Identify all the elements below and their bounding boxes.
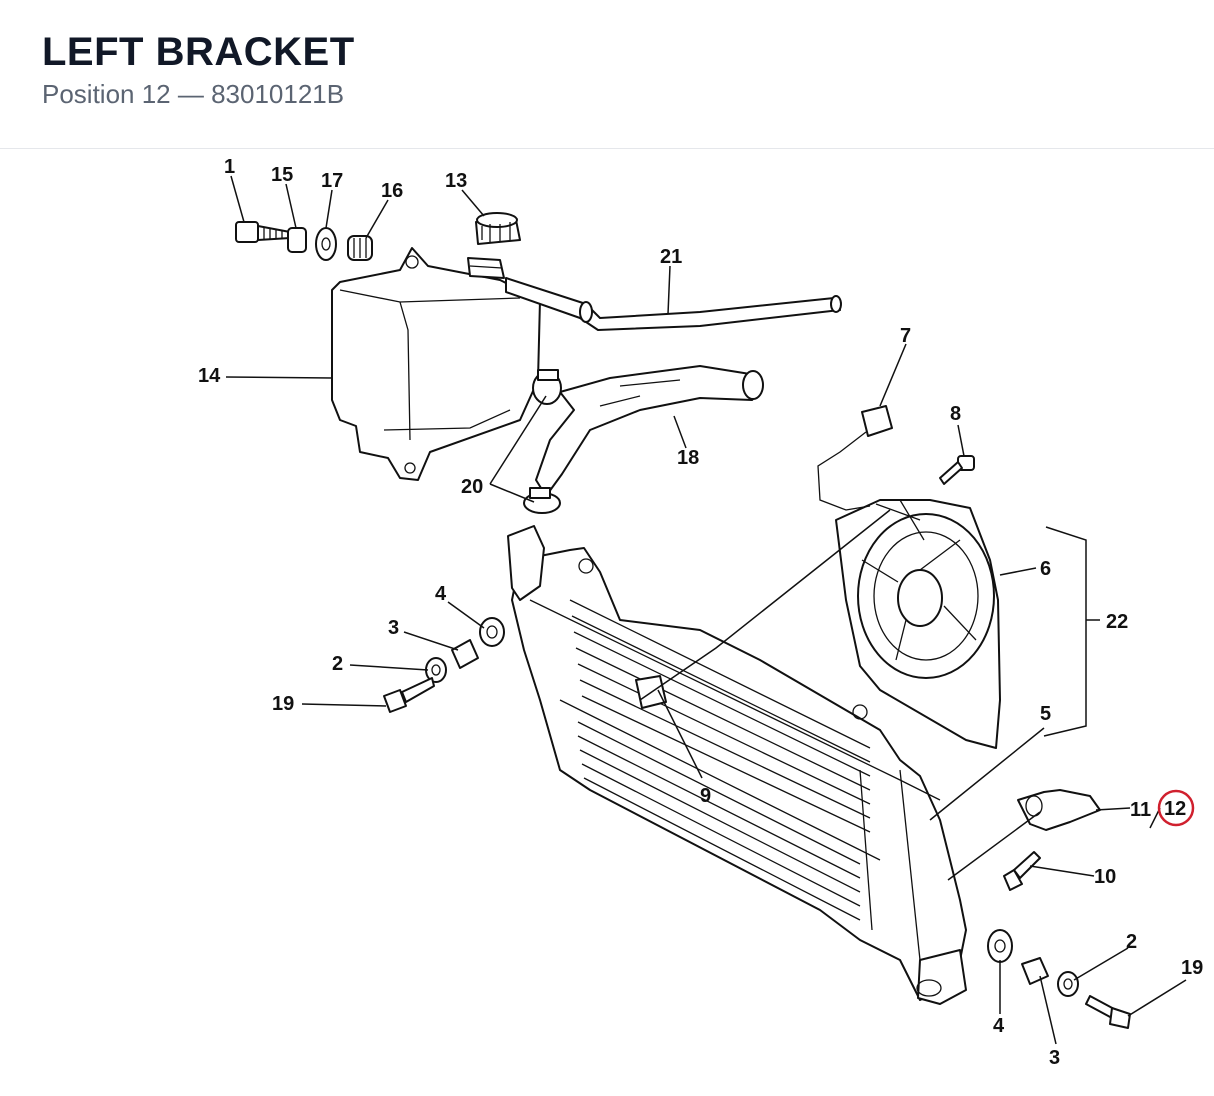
callout-12[interactable]: 12 — [1164, 798, 1186, 820]
callout-22: 22 — [1106, 611, 1128, 633]
grommet-4-lower — [987, 929, 1013, 963]
callout-4-lower: 4 — [993, 1015, 1005, 1037]
callout-19-upper: 19 — [272, 693, 294, 715]
washer-2-upper — [425, 657, 447, 683]
grommet-16 — [347, 235, 373, 261]
washer-2-lower — [1057, 971, 1079, 997]
page-title: LEFT BRACKET — [42, 30, 355, 74]
bolt-19-lower — [1085, 995, 1131, 1029]
page-subtitle: Position 12 — 83010121B — [42, 79, 345, 109]
callout-18: 18 — [677, 447, 699, 469]
callout-8: 8 — [950, 403, 961, 425]
radiator — [507, 525, 967, 1005]
overflow-hose — [505, 277, 842, 331]
expansion-tank — [331, 247, 541, 481]
radiator-hose-18 — [535, 365, 764, 497]
grommet-4-upper — [479, 617, 505, 647]
callout-14: 14 — [198, 365, 221, 387]
hose-clamp-lower — [523, 487, 561, 514]
callout-5: 5 — [1040, 703, 1051, 725]
filler-cap — [475, 212, 521, 245]
spacer-3-lower — [1021, 957, 1049, 985]
spacer-15 — [287, 227, 307, 253]
spacer-3-upper — [451, 639, 479, 669]
washer-17 — [315, 227, 337, 261]
callout-6: 6 — [1040, 558, 1051, 580]
callout-9: 9 — [700, 785, 711, 807]
callout-1: 1 — [224, 156, 235, 178]
filler-neck — [467, 257, 505, 279]
callout-3-upper: 3 — [388, 617, 399, 639]
callout-12-highlight-ring — [1157, 789, 1195, 827]
callout-10: 10 — [1094, 866, 1116, 888]
fan-bolt-8 — [939, 455, 975, 485]
cooling-fan — [835, 499, 1001, 749]
hose-clamp-upper — [532, 369, 562, 405]
exploded-parts-diagram: 1 15 17 16 13 21 14 7 8 18 20 6 4 22 3 2… — [0, 149, 1214, 1091]
callout-2-upper: 2 — [332, 653, 343, 675]
callout-7: 7 — [900, 325, 911, 347]
callout-19-lower: 19 — [1181, 957, 1203, 979]
page-header: LEFT BRACKET Position 12 — 83010121B — [0, 0, 1214, 149]
callout-15: 15 — [271, 164, 293, 186]
callout-20: 20 — [461, 476, 483, 498]
callout-17: 17 — [321, 170, 343, 192]
callout-4-upper: 4 — [435, 583, 447, 605]
callout-21: 21 — [660, 246, 682, 268]
left-bracket-11 — [1017, 789, 1101, 831]
screw-10 — [1003, 851, 1041, 891]
callout-3-lower: 3 — [1049, 1047, 1060, 1069]
fan-wire-connector — [817, 405, 893, 511]
leader-lines — [225, 175, 1187, 1045]
callout-13: 13 — [445, 170, 467, 192]
bolt-1 — [235, 221, 291, 243]
callout-2-lower: 2 — [1126, 931, 1137, 953]
callout-16: 16 — [381, 180, 403, 202]
callout-11: 11 — [1130, 799, 1151, 821]
bolt-19-upper — [383, 677, 435, 713]
